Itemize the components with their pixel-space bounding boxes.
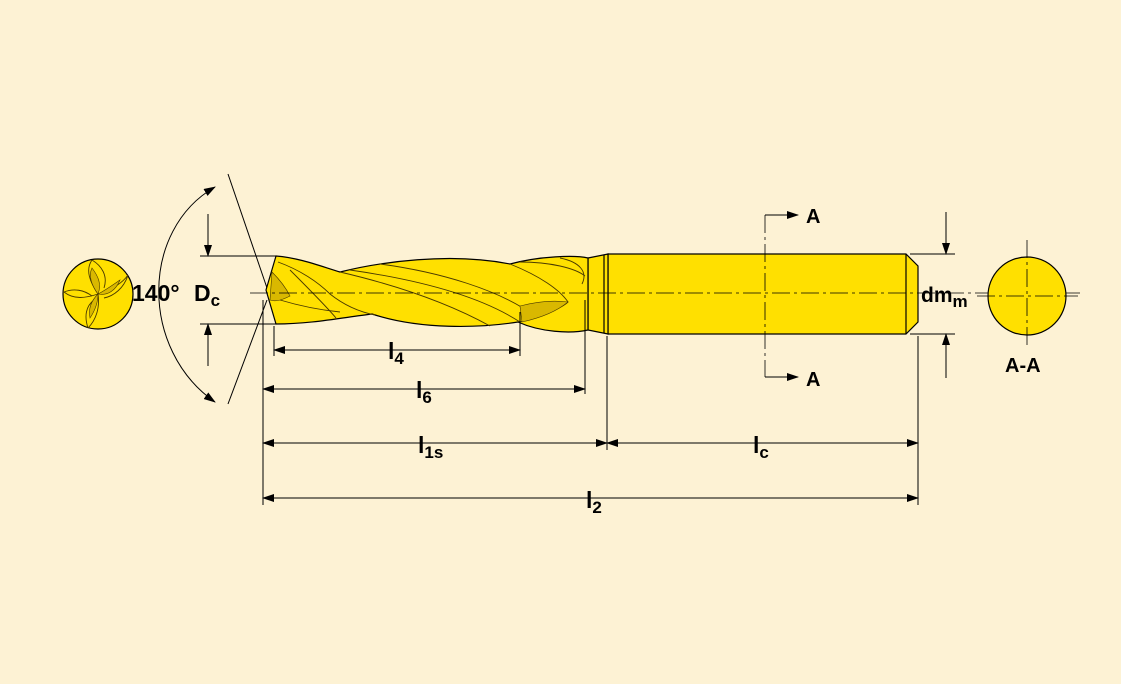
drill-body <box>265 253 919 335</box>
section-view-label: A-A <box>1005 355 1041 377</box>
l1s-label: l1s <box>418 432 443 462</box>
section-label-top: A <box>806 206 820 228</box>
dmm-dimension <box>910 212 955 378</box>
l2-label: l2 <box>586 487 602 517</box>
section-view <box>977 240 1078 345</box>
l6-label: l6 <box>416 377 432 407</box>
dmm-label: dmm <box>921 284 968 311</box>
drill-shank <box>607 253 919 335</box>
angle-dimension <box>158 173 268 405</box>
section-cut-line <box>764 211 799 381</box>
section-label-bottom: A <box>806 369 820 391</box>
dc-dimension <box>200 214 276 366</box>
l4-label: l4 <box>388 338 404 368</box>
drill-end-view <box>62 258 134 330</box>
lc-label: lc <box>753 432 769 462</box>
dc-label: Dc <box>194 280 220 310</box>
angle-label: 140° <box>132 280 180 306</box>
